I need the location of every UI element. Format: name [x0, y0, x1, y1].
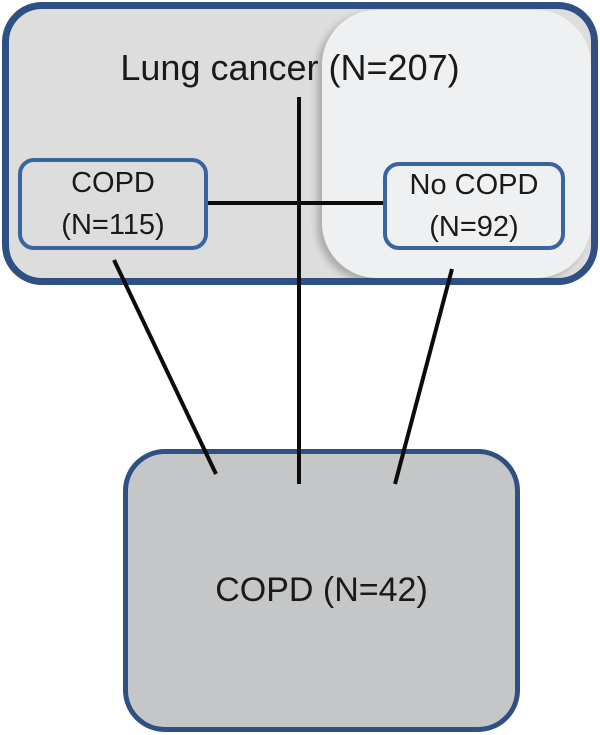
lung-cancer-label: Lung cancer (N=207) — [120, 47, 460, 88]
copd-subgroup-label-line1: COPD — [71, 167, 155, 199]
copd-cohort-box: COPD (N=42) — [123, 449, 520, 732]
no-copd-region — [322, 10, 591, 278]
connector-left-diagonal — [112, 259, 218, 475]
no-copd-subgroup-label-line2: (N=92) — [429, 211, 519, 243]
copd-cohort-label: COPD (N=42) — [215, 571, 428, 609]
copd-subgroup-box: COPD (N=115) — [18, 158, 208, 250]
copd-subgroup-label-line2: (N=115) — [61, 209, 165, 241]
no-copd-subgroup-label-line1: No COPD — [409, 169, 539, 201]
no-copd-subgroup-box: No COPD (N=92) — [383, 162, 565, 250]
